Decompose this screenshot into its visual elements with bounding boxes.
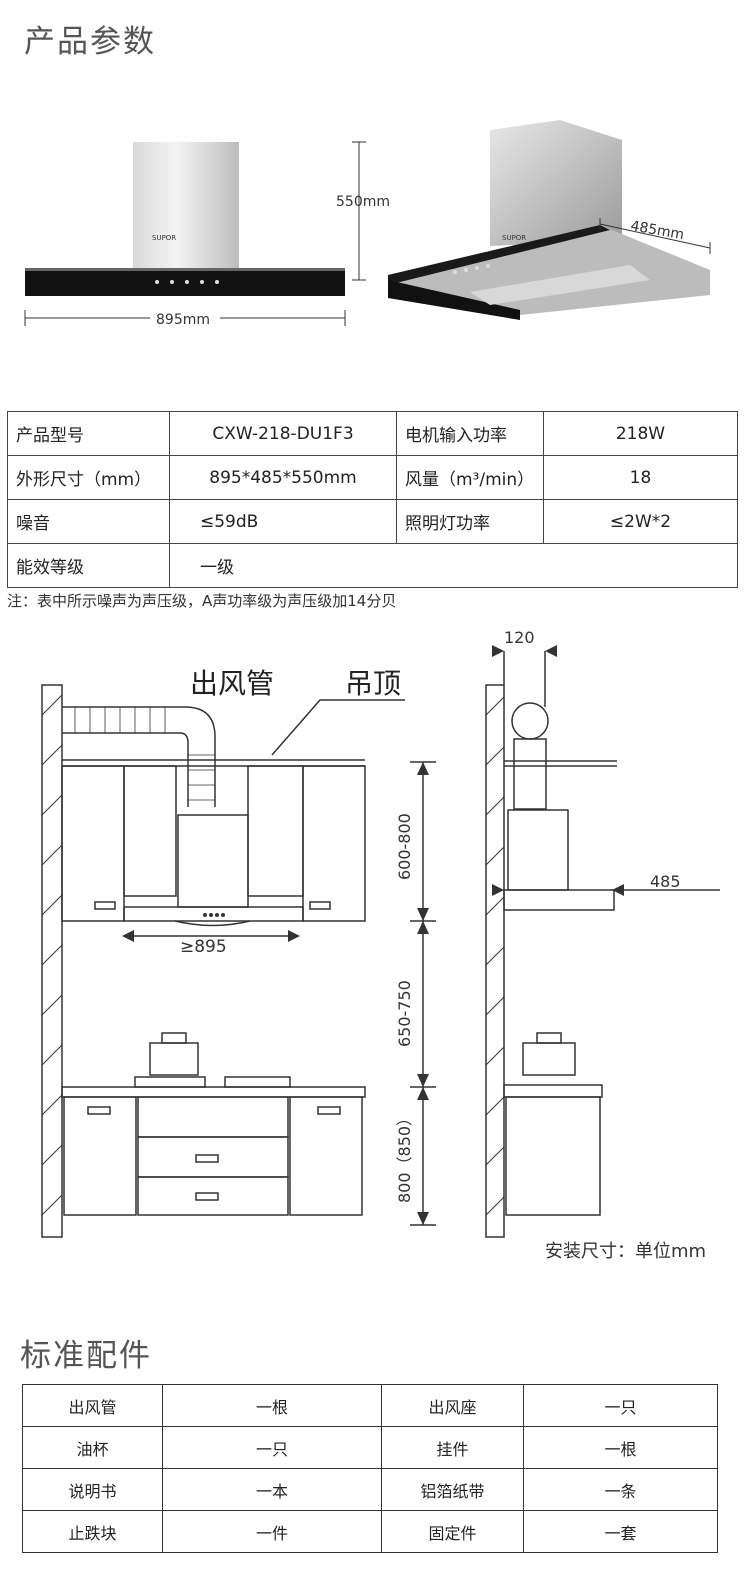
product-figure: SUPOR 550mm 895mm SUPOR 485mm <box>24 120 711 328</box>
table-row: 外形尺寸（mm） 895*485*550mm 风量（m³/min） 18 <box>7 455 738 500</box>
spec-cell: 产品型号 <box>7 411 170 456</box>
accessory-cell: 一条 <box>523 1468 718 1511</box>
brand-logo-perspective: SUPOR <box>502 234 526 242</box>
spec-cell: 一级 <box>169 543 738 588</box>
accessory-cell: 一只 <box>523 1384 718 1427</box>
installation-diagram: 出风管 吊顶 ≥895 600-800 650-750 800（850） 120… <box>41 628 720 1262</box>
accessory-cell: 止跌块 <box>22 1510 163 1553</box>
depth-label: 485mm <box>629 218 685 243</box>
table-row: 说明书 一本 铝箔纸带 一条 <box>22 1468 718 1511</box>
accessory-cell: 一本 <box>162 1468 382 1511</box>
accessory-cell: 油杯 <box>22 1426 163 1469</box>
spec-cell: ≤2W*2 <box>543 499 738 544</box>
dim-mid: 650-750 <box>395 980 414 1047</box>
spec-cell: ≤59dB <box>169 499 397 544</box>
spec-note: 注：表中所示噪声为声压级，A声功率级为声压级加14分贝 <box>7 592 397 610</box>
table-row: 止跌块 一件 固定件 一套 <box>22 1510 718 1553</box>
spec-cell: 218W <box>543 411 738 456</box>
accessory-cell: 出风座 <box>381 1384 524 1427</box>
height-label: 550mm <box>336 194 390 210</box>
accessory-cell: 铝箔纸带 <box>381 1468 524 1511</box>
table-row: 油杯 一只 挂件 一根 <box>22 1426 718 1469</box>
table-row: 出风管 一根 出风座 一只 <box>22 1384 718 1427</box>
params-title: 产品参数 <box>24 24 156 60</box>
accessory-cell: 出风管 <box>22 1384 163 1427</box>
accessory-cell: 说明书 <box>22 1468 163 1511</box>
dim-top: 600-800 <box>395 813 414 880</box>
accessory-cell: 一套 <box>523 1510 718 1553</box>
accessory-cell: 挂件 <box>381 1426 524 1469</box>
spec-cell: 噪音 <box>7 499 170 544</box>
table-row: 噪音 ≤59dB 照明灯功率 ≤2W*2 <box>7 499 738 544</box>
spec-cell: 能效等级 <box>7 543 170 588</box>
accessory-cell: 一只 <box>162 1426 382 1469</box>
hood-perspective-view: SUPOR <box>388 120 710 320</box>
table-row: 产品型号 CXW-218-DU1F3 电机输入功率 218W <box>7 411 738 456</box>
accessories-title: 标准配件 <box>20 1338 152 1374</box>
side-top-dim: 120 <box>504 628 535 647</box>
spec-cell: 风量（m³/min） <box>396 455 544 500</box>
label-duct: 出风管 <box>190 667 274 700</box>
width-label: 895mm <box>156 312 210 328</box>
spec-cell: 895*485*550mm <box>169 455 397 500</box>
dim-bottom: 800（850） <box>395 1110 414 1203</box>
brand-logo: SUPOR <box>152 234 176 242</box>
accessory-cell: 一根 <box>523 1426 718 1469</box>
spec-cell: 18 <box>543 455 738 500</box>
install-caption: 安装尺寸：单位mm <box>545 1241 706 1262</box>
spec-table: 产品型号 CXW-218-DU1F3 电机输入功率 218W 外形尺寸（mm） … <box>7 411 738 588</box>
spec-cell: CXW-218-DU1F3 <box>169 411 397 456</box>
label-ceiling: 吊顶 <box>345 667 401 700</box>
spec-cell: 电机输入功率 <box>396 411 544 456</box>
side-depth-dim: 485 <box>650 872 681 891</box>
hood-front-view: SUPOR <box>25 142 345 296</box>
spec-cell: 照明灯功率 <box>396 499 544 544</box>
table-row: 能效等级 一级 <box>7 543 738 588</box>
spec-cell: 外形尺寸（mm） <box>7 455 170 500</box>
accessories-table: 出风管 一根 出风座 一只 油杯 一只 挂件 一根 说明书 一本 铝箔纸带 一条… <box>22 1384 718 1553</box>
accessory-cell: 固定件 <box>381 1510 524 1553</box>
dim-width: ≥895 <box>180 937 227 957</box>
accessory-cell: 一根 <box>162 1384 382 1427</box>
accessory-cell: 一件 <box>162 1510 382 1553</box>
